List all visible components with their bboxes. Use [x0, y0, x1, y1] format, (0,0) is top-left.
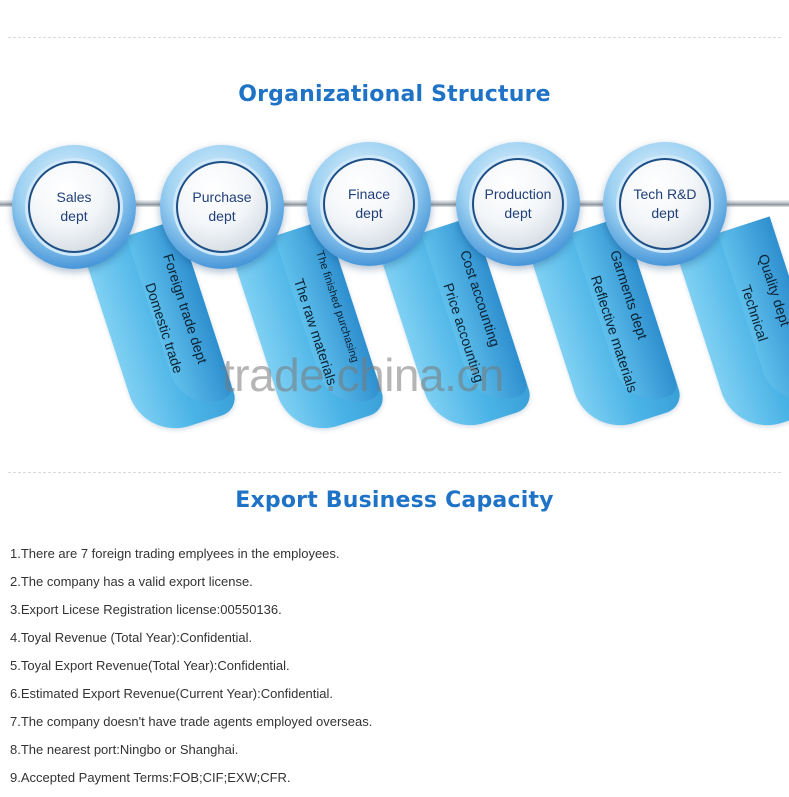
dept-suffix: dept — [355, 205, 383, 221]
list-item: 3.Export Licese Registration license:005… — [10, 602, 282, 617]
list-item: 4.Toyal Revenue (Total Year):Confidentia… — [10, 630, 253, 645]
dept-name: Tech R&D — [633, 186, 697, 202]
list-item: 7.The company doesn't have trade agents … — [10, 714, 373, 729]
list-item: 6.Estimated Export Revenue(Current Year)… — [10, 686, 334, 701]
dept-node-purchase: Purchase dept — [160, 145, 284, 269]
list-item: 2.The company has a valid export license… — [10, 574, 253, 589]
dept-suffix: dept — [208, 208, 236, 224]
top-divider — [8, 37, 781, 38]
dept-node-sales: Sales dept — [12, 145, 136, 269]
dept-name: Sales — [56, 189, 92, 205]
dept-name: Purchase — [192, 189, 252, 205]
export-capacity-title: Export Business Capacity — [235, 488, 554, 513]
dept-node-production: Production dept — [456, 142, 580, 266]
dept-node-finance: Finace dept — [307, 142, 431, 266]
dept-suffix: dept — [60, 208, 88, 224]
dept-name: Finace — [347, 186, 391, 202]
dept-suffix: dept — [651, 205, 679, 221]
watermark: trade.china.cn — [222, 349, 504, 401]
dept-suffix: dept — [504, 205, 532, 221]
list-item: 1.There are 7 foreign trading emplyees i… — [10, 546, 340, 561]
list-item: 9.Accepted Payment Terms:FOB;CIF;EXW;CFR… — [10, 770, 291, 785]
list-item: 8.The nearest port:Ningbo or Shanghai. — [10, 742, 239, 757]
dept-node-tech: Tech R&D dept — [603, 142, 727, 266]
capacity-list: 1.There are 7 foreign trading emplyees i… — [10, 545, 372, 797]
section-divider — [8, 472, 781, 473]
list-item: 5.Toyal Export Revenue(Total Year):Confi… — [10, 658, 290, 673]
org-structure-title: Organizational Structure — [238, 82, 551, 107]
dept-name: Production — [484, 186, 552, 202]
